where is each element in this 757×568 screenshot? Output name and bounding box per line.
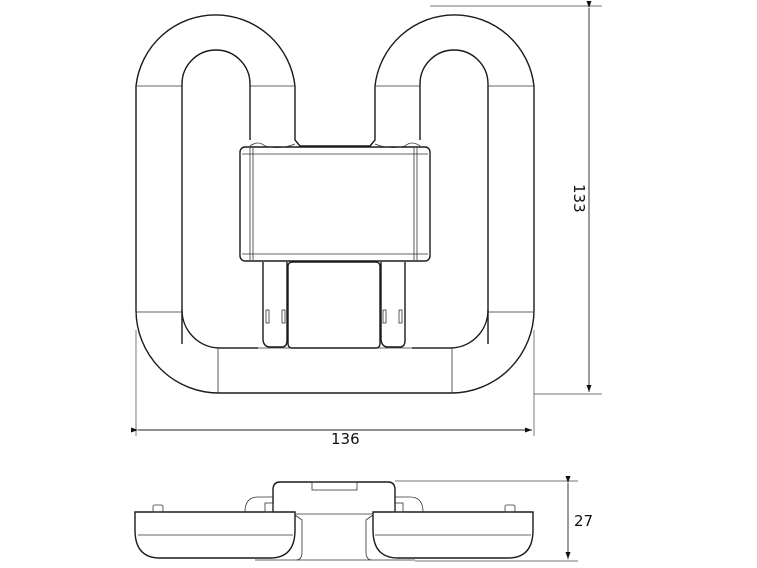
left-tube-inner [181,49,251,344]
width-label: 136 [331,430,360,448]
dimension-width [131,330,535,436]
pin-legs [262,261,406,349]
side-view [134,481,534,561]
depth-label: 27 [574,512,594,530]
top-view [135,14,535,394]
height-label: 133 [570,184,588,213]
dimension-height [430,1,602,395]
right-tube-inner [419,49,489,344]
ballast-housing [239,142,431,262]
lamp-outer-contour [135,14,535,394]
dimension-depth [395,476,578,562]
